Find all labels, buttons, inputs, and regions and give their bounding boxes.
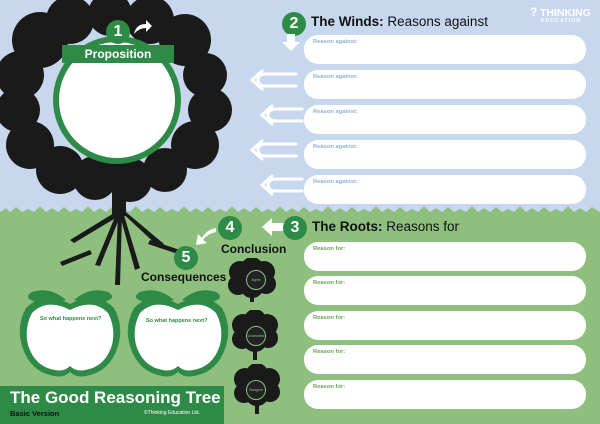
arrow-right-icon xyxy=(134,20,152,34)
reason-for-box-3[interactable]: Reason for: xyxy=(304,311,586,340)
step-2-badge: 2 xyxy=(282,12,306,36)
reason-against-box-4[interactable]: Reason against: xyxy=(304,140,586,169)
reason-for-box-4[interactable]: Reason for: xyxy=(304,345,586,374)
step-4-badge: 4 xyxy=(218,216,242,240)
apple-icon[interactable] xyxy=(14,282,126,380)
arrow-left-icon xyxy=(262,218,284,236)
proposition-label: Proposition xyxy=(62,45,174,63)
logo-line1: THINKING xyxy=(540,7,591,19)
question-mark-icon: ? xyxy=(530,5,538,19)
apple-2-text: So what happens next? xyxy=(146,318,208,324)
step-5-badge: 5 xyxy=(174,246,198,270)
wind-icon xyxy=(259,104,304,126)
reason-against-label: Reason against: xyxy=(313,74,358,80)
roots-title-bold: The Roots: xyxy=(312,219,383,234)
reason-against-label: Reason against: xyxy=(313,144,358,150)
apple-icon[interactable] xyxy=(122,282,234,380)
winds-title-bold: The Winds: xyxy=(311,14,384,29)
wind-icon xyxy=(249,69,298,91)
winds-title-rest: Reasons against xyxy=(383,14,488,29)
agree-tree-label[interactable]: Agree xyxy=(246,270,266,290)
reason-against-box-2[interactable]: Reason against: xyxy=(304,70,586,99)
reason-for-label: Reason for: xyxy=(313,280,346,286)
reason-for-box-1[interactable]: Reason for: xyxy=(304,242,586,271)
logo: ?THINKING EDUCATION xyxy=(530,6,591,24)
wind-icon xyxy=(249,139,298,161)
conclusion-label: Conclusion xyxy=(221,242,287,256)
title-banner xyxy=(0,386,224,424)
step-3-badge: 3 xyxy=(283,216,307,240)
reason-for-box-5[interactable]: Reason for: xyxy=(304,380,586,409)
step-1-badge: 1 xyxy=(106,20,130,44)
logo-line2: EDUCATION xyxy=(541,17,582,24)
banner-copyright: ©Thinking Education Ltd. xyxy=(144,410,200,416)
reason-against-label: Reason against: xyxy=(313,39,358,45)
reason-against-box-3[interactable]: Reason against: xyxy=(304,105,586,134)
grass-strip xyxy=(0,206,600,218)
roots-title: The Roots: Reasons for xyxy=(312,219,459,234)
reason-for-label: Reason for: xyxy=(313,384,346,390)
banner-title: The Good Reasoning Tree xyxy=(10,388,221,407)
reason-for-label: Reason for: xyxy=(313,349,346,355)
reason-for-label: Reason for: xyxy=(313,315,346,321)
winds-title: The Winds: Reasons against xyxy=(311,14,488,29)
arrow-down-left-icon xyxy=(196,228,216,245)
reason-against-box-5[interactable]: Reason against: xyxy=(304,175,586,204)
roots-title-rest: Reasons for xyxy=(382,219,460,234)
banner-subtitle: Basic Version xyxy=(10,409,60,418)
disagree-tree-label[interactable]: Disagree xyxy=(246,380,266,400)
arrow-down-icon xyxy=(282,34,300,51)
reason-against-label: Reason against: xyxy=(313,109,358,115)
undecided-tree-label[interactable]: Undecided xyxy=(246,326,266,346)
wind-icon xyxy=(259,174,304,196)
consequences-label: Consequences xyxy=(141,270,227,284)
reason-against-label: Reason against: xyxy=(313,179,358,185)
reason-against-box-1[interactable]: Reason against: xyxy=(304,35,586,64)
reason-for-label: Reason for: xyxy=(313,246,346,252)
apple-1-text: So what happens next? xyxy=(40,316,102,322)
reason-for-box-2[interactable]: Reason for: xyxy=(304,276,586,305)
